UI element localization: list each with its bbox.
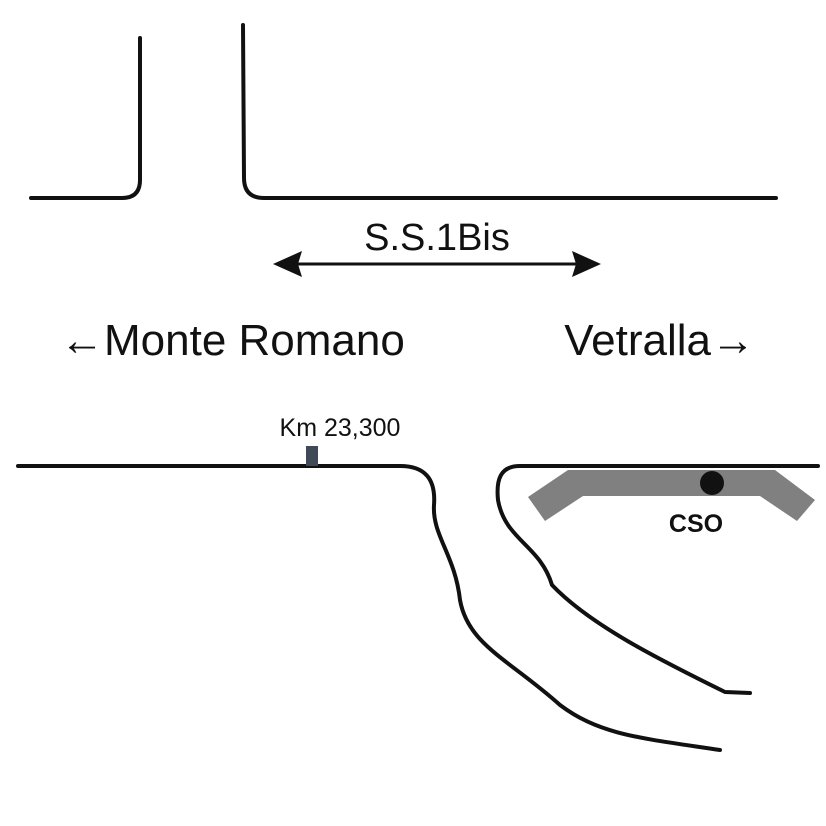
km-marker-label: Km 23,300 bbox=[280, 414, 401, 442]
lower-road-edge-right bbox=[495, 464, 820, 695]
cso-site-label: CSO bbox=[669, 510, 723, 538]
direction-left-label: ←Monte Romano bbox=[60, 316, 405, 365]
cso-site-band bbox=[528, 470, 815, 521]
upper-road-edge-right bbox=[241, 23, 778, 200]
direction-right-label: Vetralla→ bbox=[564, 316, 755, 365]
upper-road-edge-left bbox=[29, 36, 142, 200]
road-name-label: S.S.1Bis bbox=[364, 217, 510, 259]
site-dot-icon bbox=[700, 471, 724, 495]
km-post-marker bbox=[306, 446, 318, 466]
double-arrow-head-left bbox=[273, 251, 302, 277]
double-arrow-head-right bbox=[572, 251, 601, 277]
lower-road-edge-left bbox=[16, 464, 722, 752]
double-headed-arrow bbox=[273, 251, 601, 277]
